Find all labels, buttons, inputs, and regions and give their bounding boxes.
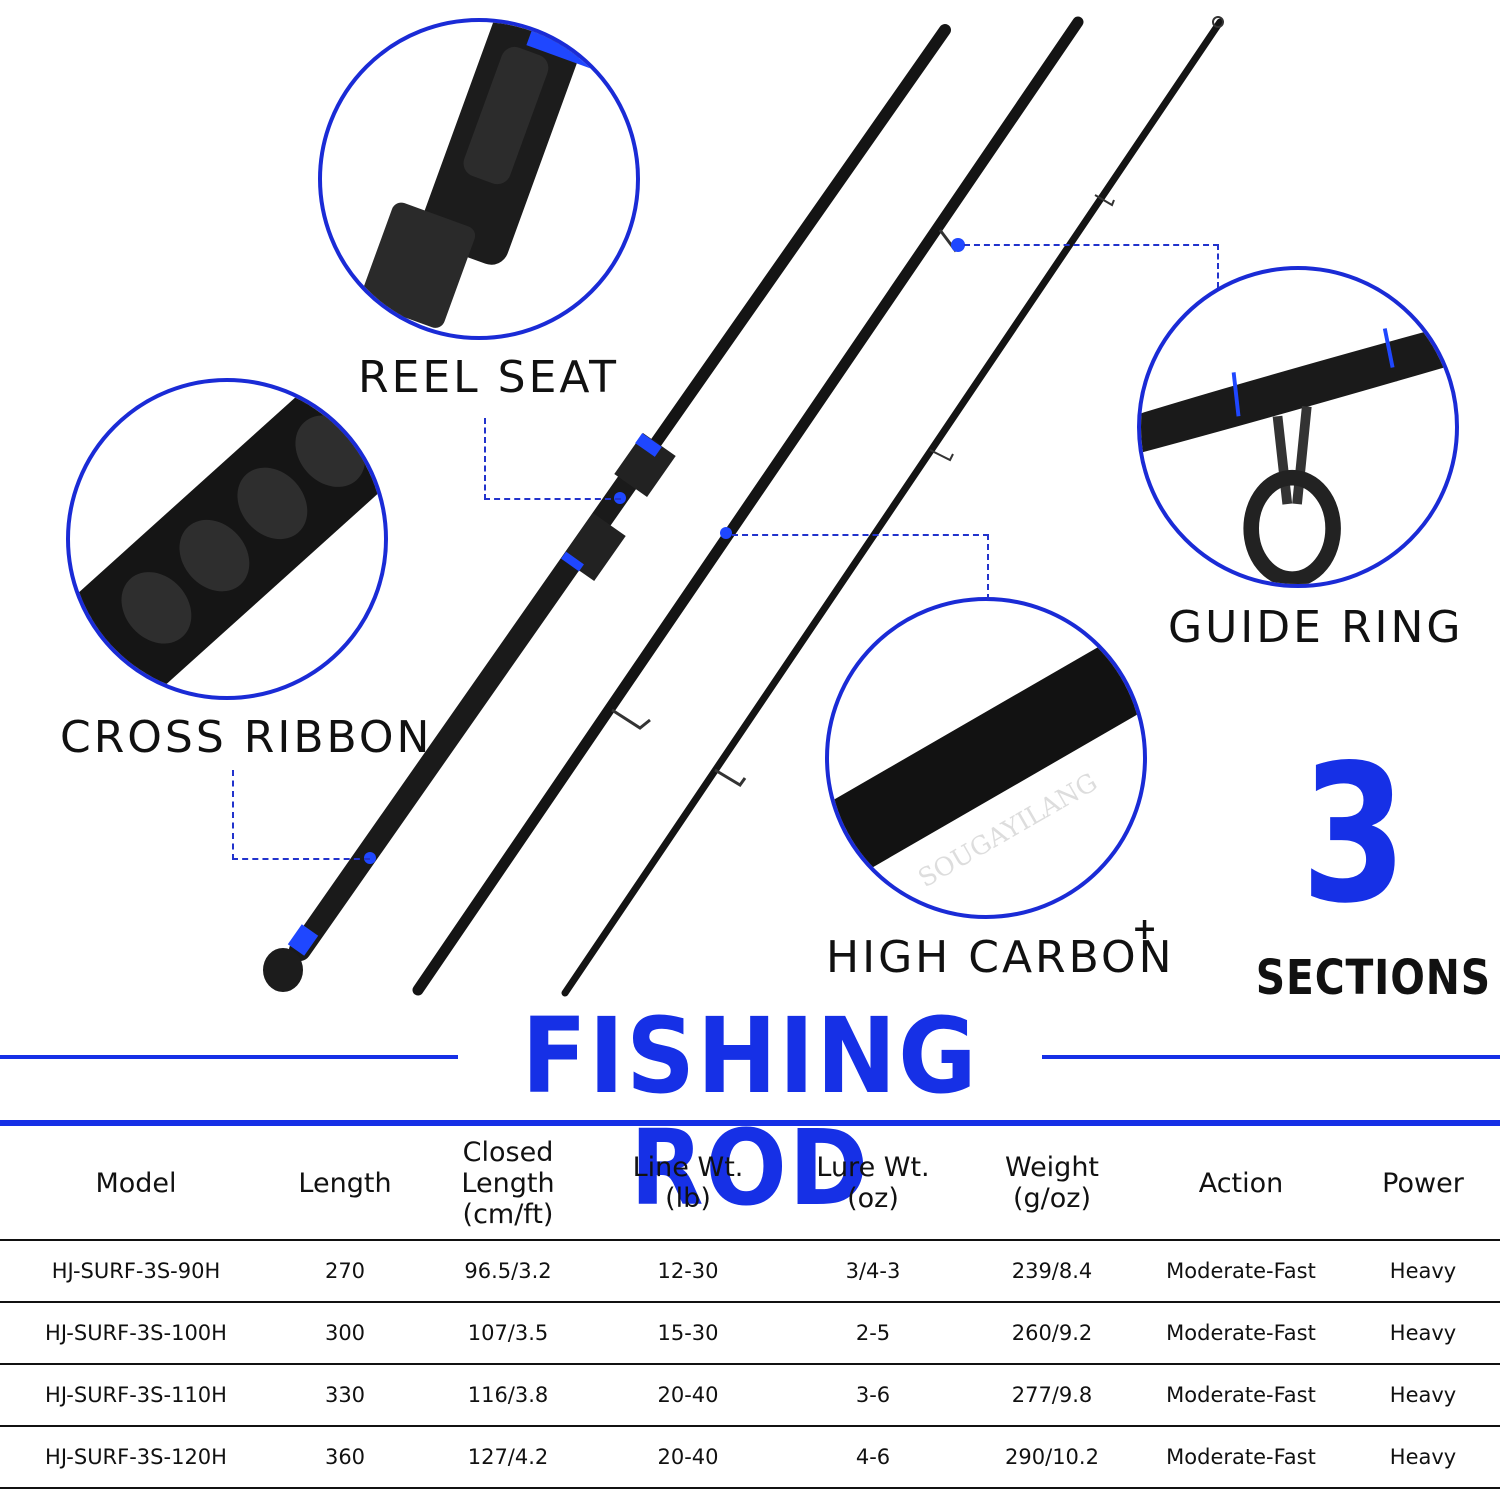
cell-line-weight: 12-30 — [598, 1240, 778, 1303]
cell-weight: 260/9.2 — [968, 1302, 1136, 1365]
header-line: Action — [1198, 1167, 1284, 1199]
cell-model: HJ-SURF-3S-110H — [0, 1364, 272, 1427]
header-weight: Weight(g/oz) — [968, 1127, 1136, 1241]
table-row: HJ-SURF-3S-100H 300 107/3.5 15-30 2-5 26… — [0, 1302, 1500, 1365]
cell-line-weight: 15-30 — [598, 1302, 778, 1365]
header-line: Length — [298, 1167, 392, 1199]
cell-power: Heavy — [1346, 1426, 1500, 1489]
cell-power: Heavy — [1346, 1364, 1500, 1427]
header-line: Power — [1382, 1167, 1464, 1199]
reel-seat-connector — [484, 418, 621, 500]
cell-lure-weight: 2-5 — [778, 1302, 968, 1365]
middle-section — [412, 16, 1084, 996]
table-top-rule — [0, 1120, 1500, 1126]
guide-ring-label: GUIDE RING — [1168, 602, 1464, 653]
section-count: 3 — [1301, 724, 1407, 945]
reel-seat-label: REEL SEAT — [358, 352, 619, 403]
header-lure-weight: Lure Wt.(oz) — [778, 1127, 968, 1241]
header-line: Weight — [1004, 1152, 1100, 1183]
cell-model: HJ-SURF-3S-90H — [0, 1240, 272, 1303]
high-carbon-detail-circle: SOUGAYILANG — [825, 597, 1147, 919]
cell-closed-length: 127/4.2 — [418, 1426, 598, 1489]
header-line: (oz) — [847, 1183, 899, 1214]
cell-lure-weight: 3-6 — [778, 1364, 968, 1427]
cell-lure-weight: 3/4-3 — [778, 1240, 968, 1303]
header-line: Length — [461, 1167, 555, 1199]
cell-weight: 290/10.2 — [968, 1426, 1136, 1489]
cell-weight: 239/8.4 — [968, 1240, 1136, 1303]
tip-section — [561, 16, 1224, 997]
rod-sections-illustration — [263, 16, 1224, 997]
cell-length: 360 — [272, 1426, 418, 1489]
cell-model: HJ-SURF-3S-120H — [0, 1426, 272, 1489]
cell-closed-length: 96.5/3.2 — [418, 1240, 598, 1303]
cell-length: 270 — [272, 1240, 418, 1303]
header-length: Length — [272, 1127, 418, 1241]
header-line: Line Wt. — [632, 1152, 744, 1183]
guide-ring-connector — [964, 244, 1219, 288]
cell-action: Moderate-Fast — [1136, 1426, 1346, 1489]
cell-lure-weight: 4-6 — [778, 1426, 968, 1489]
cross-ribbon-label: CROSS RIBBON — [60, 712, 433, 763]
cell-action: Moderate-Fast — [1136, 1240, 1346, 1303]
table-row: HJ-SURF-3S-90H 270 96.5/3.2 12-30 3/4-3 … — [0, 1240, 1500, 1303]
cell-power: Heavy — [1346, 1302, 1500, 1365]
title-rule-right — [1042, 1055, 1500, 1059]
cell-power: Heavy — [1346, 1240, 1500, 1303]
header-line: Model — [95, 1167, 177, 1199]
reel-seat-icon — [361, 22, 619, 328]
cell-action: Moderate-Fast — [1136, 1364, 1346, 1427]
high-carbon-plus: + — [1132, 912, 1158, 947]
high-carbon-connector — [732, 534, 989, 600]
butt-section — [263, 24, 951, 992]
header-line: (cm/ft) — [462, 1198, 554, 1230]
sections-label: SECTIONS — [1255, 950, 1491, 1006]
cell-action: Moderate-Fast — [1136, 1302, 1346, 1365]
cross-ribbon-connector — [232, 770, 370, 860]
header-line: (g/oz) — [1013, 1183, 1091, 1214]
cross-ribbon-detail-circle — [66, 378, 388, 700]
table-row: HJ-SURF-3S-120H 360 127/4.2 20-40 4-6 29… — [0, 1426, 1500, 1489]
high-carbon-label: HIGH CARBON — [826, 932, 1175, 983]
title-rule-left — [0, 1055, 458, 1059]
cell-length: 300 — [272, 1302, 418, 1365]
cell-weight: 277/9.8 — [968, 1364, 1136, 1427]
carbon-blank-icon: SOUGAYILANG — [829, 616, 1143, 893]
guide-ring-icon — [1141, 323, 1455, 584]
table-row: HJ-SURF-3S-110H 330 116/3.8 20-40 3-6 27… — [0, 1364, 1500, 1427]
cross-ribbon-icon — [70, 382, 384, 696]
header-power: Power — [1346, 1127, 1500, 1241]
cell-model: HJ-SURF-3S-100H — [0, 1302, 272, 1365]
reel-seat-detail-circle — [318, 18, 640, 340]
header-line: (lb) — [665, 1183, 711, 1214]
cell-line-weight: 20-40 — [598, 1364, 778, 1427]
header-line-weight: Line Wt.(lb) — [598, 1127, 778, 1241]
header-line: Closed — [462, 1136, 554, 1168]
cell-line-weight: 20-40 — [598, 1426, 778, 1489]
cell-closed-length: 107/3.5 — [418, 1302, 598, 1365]
cell-length: 330 — [272, 1364, 418, 1427]
guide-ring-detail-circle — [1137, 266, 1459, 588]
cell-closed-length: 116/3.8 — [418, 1364, 598, 1427]
header-action: Action — [1136, 1127, 1346, 1241]
header-model: Model — [0, 1127, 272, 1241]
header-line: Lure Wt. — [816, 1152, 930, 1183]
